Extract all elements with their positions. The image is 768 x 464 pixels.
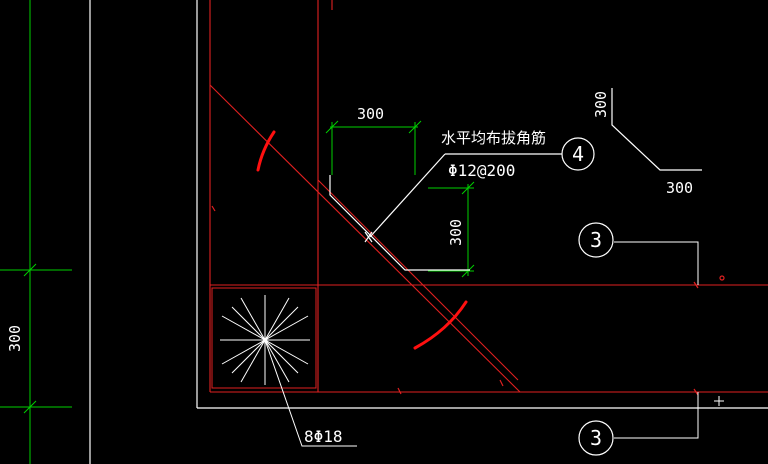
detail-marker-3-lower: 3: [590, 426, 602, 450]
highlight-marks: [256, 130, 468, 350]
column-bars-label: 8Φ18: [304, 427, 343, 446]
rebar-lines: [209, 0, 768, 393]
column-box: [211, 287, 357, 447]
dim-mid-vertical: 300: [447, 219, 465, 246]
rebar-ticks: [211, 205, 725, 396]
dim-sketch-vertical: 300: [592, 91, 610, 118]
corner-bar-spec: Φ12@200: [448, 161, 515, 180]
dim-sketch-horizontal: 300: [666, 179, 693, 197]
marker-leaders: [614, 241, 724, 439]
detail-marker-3-upper: 3: [590, 228, 602, 252]
corner-bar: [329, 153, 562, 271]
detail-circles: [561, 137, 614, 456]
dimension-lines: [0, 0, 475, 464]
wall-outline: [89, 0, 768, 464]
dim-top-horizontal: 300: [357, 105, 384, 123]
corner-bar-name: 水平均布拔角筋: [441, 129, 546, 147]
detail-marker-4: 4: [572, 142, 584, 166]
corner-sketch: [611, 88, 702, 171]
dim-left-vertical: 300: [6, 325, 24, 352]
